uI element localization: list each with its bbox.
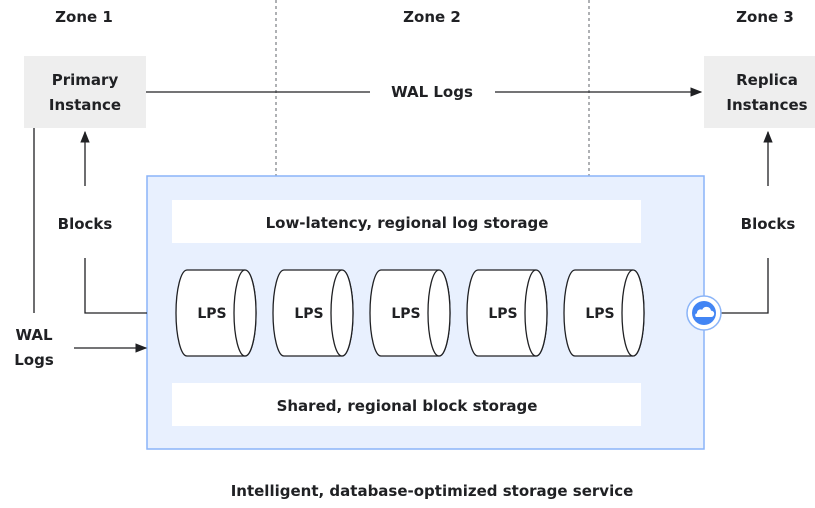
lps-label: LPS	[488, 306, 517, 322]
lps-cylinder: LPS	[466, 269, 548, 357]
lps-cylinder: LPS	[369, 269, 451, 357]
primary-instance-box: Primary Instance	[24, 56, 146, 128]
replica-instances-label-line2: Instances	[726, 96, 807, 114]
diagram-caption: Intelligent, database-optimized storage …	[231, 482, 634, 500]
lps-cylinder-end	[621, 269, 645, 357]
lps-cylinder: LPS	[175, 269, 257, 357]
lps-label: LPS	[585, 306, 614, 322]
wal-logs-left-label-line1: WAL	[15, 326, 52, 344]
block-storage-bar	[172, 383, 641, 426]
zone-1-label: Zone 1	[55, 8, 113, 26]
primary-instance-label-line1: Primary	[52, 71, 119, 89]
log-storage-label: Low-latency, regional log storage	[266, 214, 549, 232]
lps-cylinders: LPS LPS LPS LPS LPS	[175, 269, 645, 357]
wal-logs-top-label: WAL Logs	[391, 83, 473, 101]
lps-cylinder-end	[233, 269, 257, 357]
lps-cylinder-end	[427, 269, 451, 357]
lps-cylinder-end	[330, 269, 354, 357]
lps-label: LPS	[294, 306, 323, 322]
block-storage-label: Shared, regional block storage	[277, 397, 538, 415]
blocks-left-path-lower	[84, 258, 147, 314]
lps-cylinder: LPS	[272, 269, 354, 357]
blocks-right-path-lower	[721, 258, 769, 314]
blocks-left-label: Blocks	[58, 215, 113, 233]
replica-instances-box: Replica Instances	[704, 56, 815, 128]
replica-instances-label-line1: Replica	[736, 71, 798, 89]
lps-label: LPS	[197, 306, 226, 322]
lps-cylinder-end	[524, 269, 548, 357]
cloud-badge	[686, 295, 722, 331]
primary-instance-label-line2: Instance	[49, 96, 121, 114]
zone-3-label: Zone 3	[736, 8, 794, 26]
log-storage-bar	[172, 200, 641, 243]
wal-logs-left-label-line2: Logs	[14, 351, 54, 369]
blocks-right-label: Blocks	[741, 215, 796, 233]
cloud-icon	[692, 301, 716, 325]
zone-2-label: Zone 2	[403, 8, 461, 26]
lps-cylinder: LPS	[563, 269, 645, 357]
lps-label: LPS	[391, 306, 420, 322]
